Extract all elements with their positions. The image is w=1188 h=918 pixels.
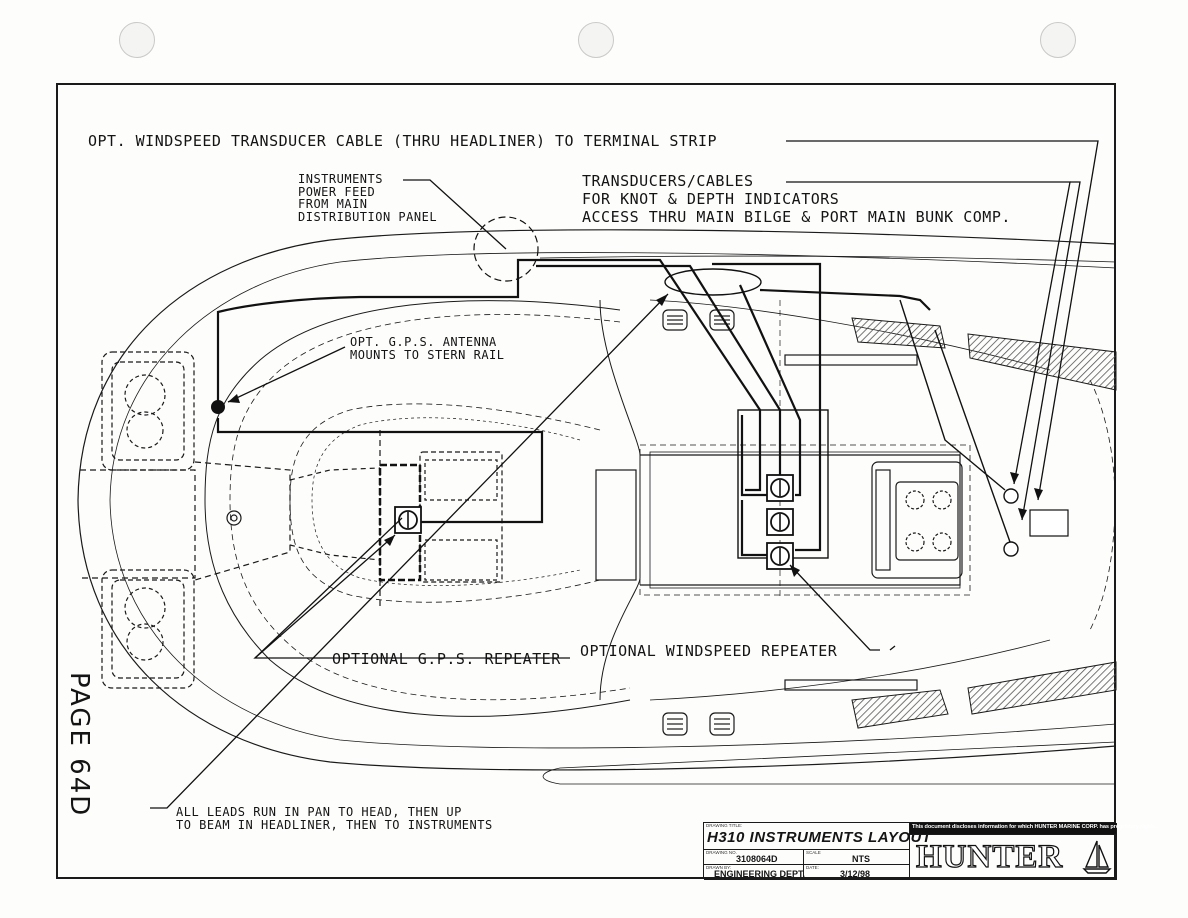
gps-repeater-note: OPTIONAL G.P.S. REPEATER	[332, 650, 561, 668]
page-label: PAGE 64D	[64, 672, 94, 818]
punch-hole-right	[1040, 22, 1076, 58]
scale-value: NTS	[852, 854, 870, 864]
drawing-title: H310 INSTRUMENTS LAYOUT	[707, 829, 932, 846]
transducers-note: TRANSDUCERS/CABLES FOR KNOT & DEPTH INDI…	[582, 172, 1011, 226]
proprietary-notice: This document discloses information for …	[910, 823, 1157, 835]
logo-cell: HUNTER	[910, 835, 1117, 880]
title-block: DRAWING TITLE: H310 INSTRUMENTS LAYOUT D…	[703, 822, 1157, 880]
punch-hole-center	[578, 22, 614, 58]
gps-antenna-note: OPT. G.P.S. ANTENNA MOUNTS TO STERN RAIL	[350, 335, 505, 362]
drawing-number: 3108064D	[736, 854, 778, 864]
punch-hole-left	[119, 22, 155, 58]
hunter-logo: HUNTER	[915, 838, 1064, 875]
date-cell: DATE: 3/12/98	[804, 865, 910, 880]
sailboat-icon	[1082, 840, 1112, 874]
leads-note: ALL LEADS RUN IN PAN TO HEAD, THEN UP TO…	[176, 805, 493, 832]
drawing-no-cell: DRAWING NO. 3108064D	[704, 850, 804, 865]
windspeed-cable-note: OPT. WINDSPEED TRANSDUCER CABLE (THRU HE…	[88, 132, 718, 150]
title-cell: DRAWING TITLE: H310 INSTRUMENTS LAYOUT	[704, 823, 931, 850]
drawn-by-cell: DRAWN BY: ENGINEERING DEPT.	[704, 865, 806, 880]
date-value: 3/12/98	[840, 869, 871, 879]
windspeed-repeater-note: OPTIONAL WINDSPEED REPEATER	[580, 642, 838, 660]
power-feed-note: INSTRUMENTS POWER FEED FROM MAIN DISTRIB…	[298, 172, 438, 224]
scale-cell: SCALE NTS	[804, 850, 910, 865]
drawn-by-value: ENGINEERING DEPT.	[714, 869, 806, 879]
drawing-border	[56, 83, 1116, 879]
